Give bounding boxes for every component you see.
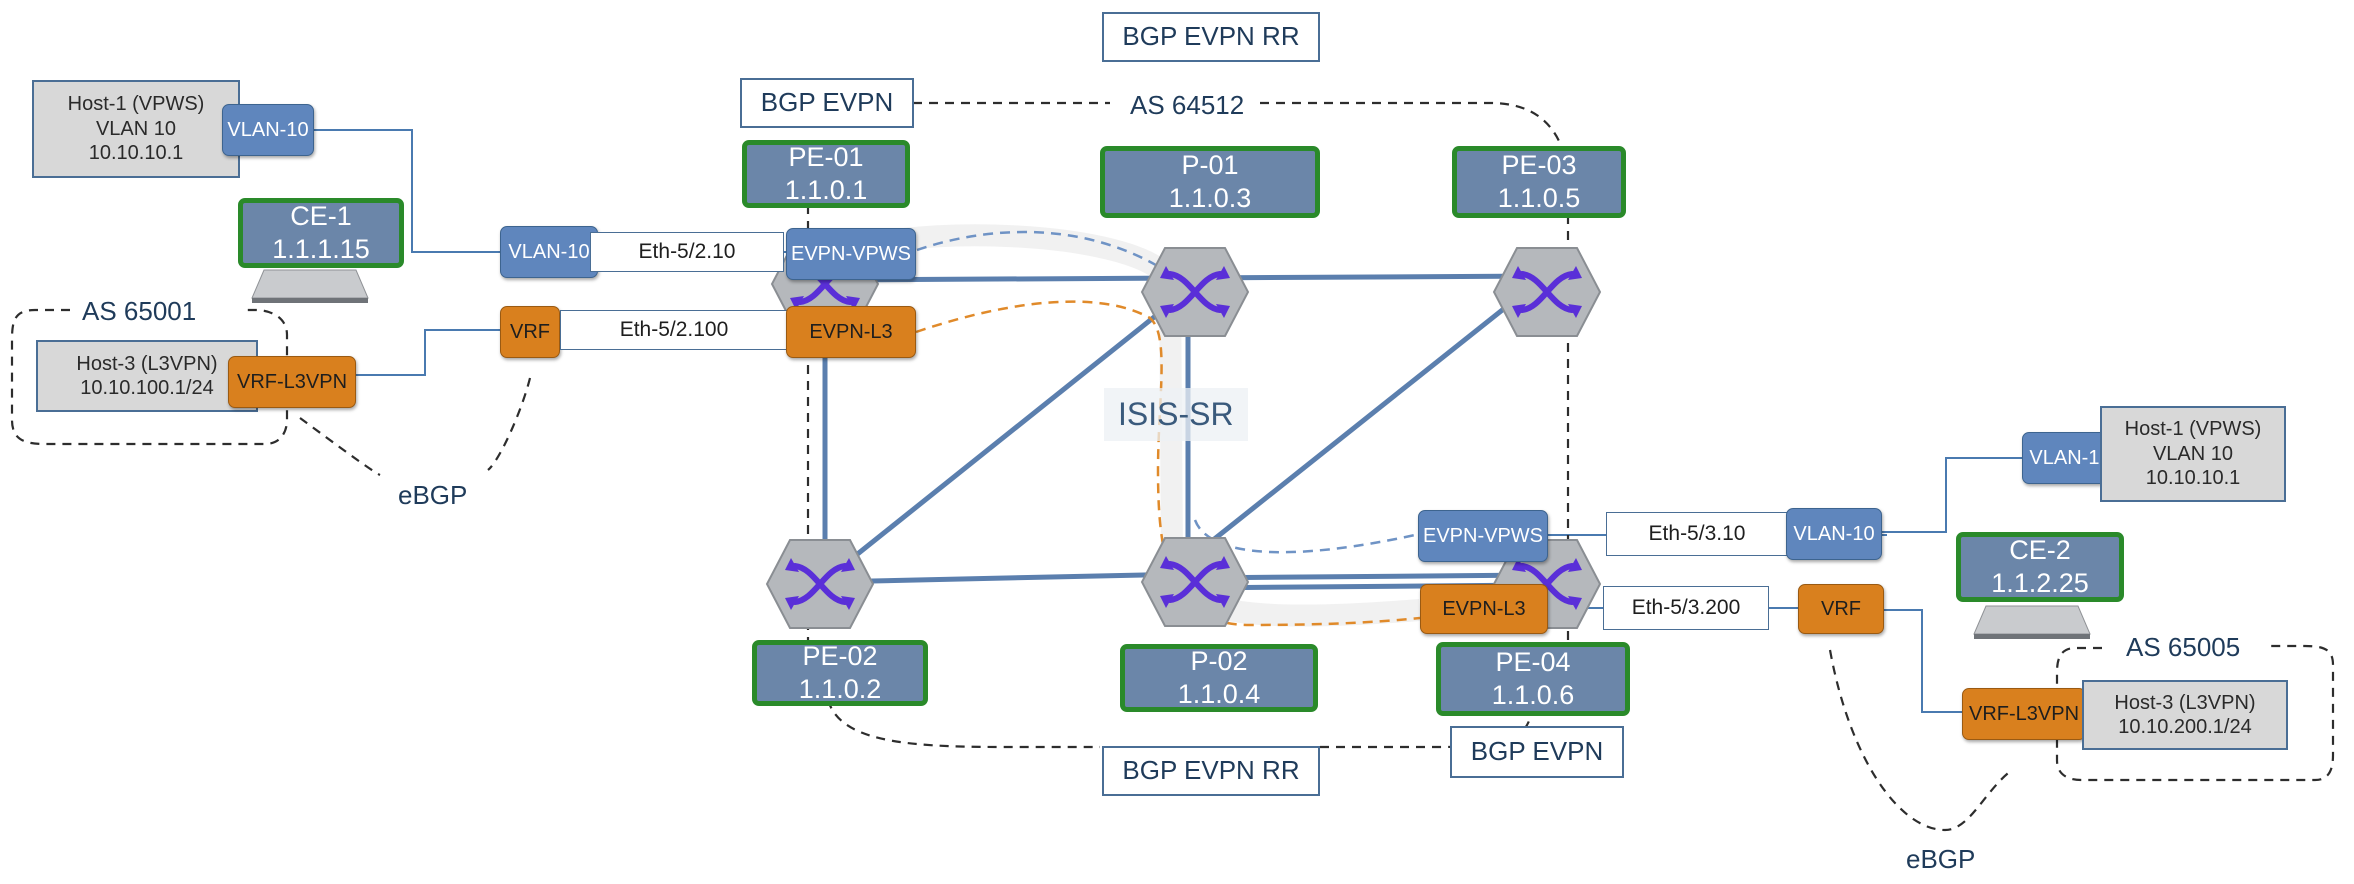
- bgp-evpn-right-label: BGP EVPN: [1450, 726, 1624, 778]
- ebgp-right-label: eBGP: [1906, 844, 1976, 874]
- host-left-vpws-title: Host-1 (VPWS): [67, 93, 205, 116]
- node-pe01-ip: 1.1.0.1: [784, 175, 868, 205]
- tag-evpn-l3-left[interactable]: EVPN-L3: [786, 306, 916, 358]
- node-ce2-name: CE-2: [2009, 535, 2071, 566]
- tag-evpn-vpws-left-text: EVPN-VPWS: [790, 242, 912, 265]
- iface-right-vpws-text: Eth-5/3.10: [1648, 522, 1746, 546]
- iface-left-l3[interactable]: Eth-5/2.100: [560, 310, 788, 350]
- tag-vlan10-ce-left-text: VLAN-10: [508, 240, 590, 263]
- node-pe01-name: PE-01: [788, 142, 864, 173]
- host-right-l3vpn[interactable]: Host-3 (L3VPN) 10.10.200.1/24: [2082, 680, 2288, 750]
- node-ce1[interactable]: CE-1 1.1.1.15: [238, 198, 404, 268]
- node-ce1-ip: 1.1.1.15: [272, 234, 370, 264]
- vpws-tunnel-top: [916, 230, 1173, 277]
- host-right-vpws[interactable]: Host-1 (VPWS) VLAN 10 10.10.10.1: [2100, 406, 2286, 502]
- as-core-label: AS 64512: [1120, 90, 1255, 121]
- tag-vlan10-ce-right-text: VLAN-10: [1793, 522, 1875, 545]
- node-p02[interactable]: P-02 1.1.0.4: [1120, 644, 1318, 712]
- iface-right-l3[interactable]: Eth-5/3.200: [1603, 586, 1769, 630]
- tag-vrf-ce-left-text: VRF: [510, 320, 550, 343]
- node-p01[interactable]: P-01 1.1.0.3: [1100, 146, 1320, 218]
- node-ce2-ip: 1.1.2.25: [1991, 568, 2089, 598]
- ce1-switch-icon: [251, 269, 369, 303]
- bgp-evpn-rr-top-label: BGP EVPN RR: [1102, 12, 1320, 62]
- tag-evpn-l3-right-text: EVPN-L3: [1442, 597, 1526, 620]
- node-ce1-name: CE-1: [290, 201, 352, 232]
- l3-tunnel: [915, 300, 1421, 627]
- tag-vlan10-host-left-text: VLAN-10: [227, 118, 309, 141]
- bgp-evpn-rr-top-text: BGP EVPN RR: [1122, 21, 1300, 52]
- node-pe01[interactable]: PE-01 1.1.0.1: [742, 140, 910, 208]
- bgp-evpn-right-text: BGP EVPN: [1470, 736, 1604, 767]
- node-pe02-ip: 1.1.0.2: [798, 674, 882, 704]
- tag-evpn-vpws-left[interactable]: EVPN-VPWS: [786, 228, 916, 280]
- isis-sr-label: ISIS-SR: [1104, 388, 1248, 441]
- vpws-tunnel-bottom: [1193, 519, 1416, 554]
- iface-right-l3-text: Eth-5/3.200: [1631, 596, 1741, 620]
- host-left-l3vpn-ip: 10.10.100.1/24: [80, 377, 214, 399]
- host-left-l3vpn-title: Host-3 (L3VPN): [76, 352, 218, 375]
- as-right-label: AS 65005: [2116, 632, 2251, 663]
- node-pe03-ip: 1.1.0.5: [1497, 183, 1581, 213]
- host-right-l3vpn-ip: 10.10.200.1/24: [2118, 716, 2252, 738]
- host-left-l3vpn[interactable]: Host-3 (L3VPN) 10.10.100.1/24: [36, 340, 258, 412]
- router-pe03-icon[interactable]: [1492, 244, 1602, 340]
- tag-vrf-ce-right-text: VRF: [1821, 597, 1861, 620]
- tag-vlan10-ce-right[interactable]: VLAN-10: [1786, 508, 1882, 560]
- tag-vlan10-ce-left[interactable]: VLAN-10: [500, 226, 598, 278]
- router-pe02-icon[interactable]: [765, 536, 875, 632]
- host-right-vpws-vlan: VLAN 10: [2152, 442, 2234, 465]
- node-pe04[interactable]: PE-04 1.1.0.6: [1436, 642, 1630, 716]
- node-p01-ip: 1.1.0.3: [1168, 183, 1252, 213]
- router-p02-icon[interactable]: [1140, 534, 1250, 630]
- ebgp-left-label: eBGP: [398, 480, 468, 510]
- ce2-switch-icon: [1973, 605, 2091, 639]
- bgp-evpn-left-text: BGP EVPN: [760, 87, 894, 118]
- node-pe04-ip: 1.1.0.6: [1491, 680, 1575, 710]
- node-pe03-name: PE-03: [1501, 150, 1577, 181]
- tag-vrf-l3vpn-right-text: VRF-L3VPN: [1968, 702, 2080, 725]
- bgp-evpn-left-label: BGP EVPN: [740, 78, 914, 128]
- node-pe03[interactable]: PE-03 1.1.0.5: [1452, 146, 1626, 218]
- tag-vlan10-host-left[interactable]: VLAN-10: [222, 104, 314, 156]
- node-ce2[interactable]: CE-2 1.1.2.25: [1956, 532, 2124, 602]
- bgp-evpn-rr-bottom-label: BGP EVPN RR: [1102, 746, 1320, 796]
- iface-left-vpws-text: Eth-5/2.10: [638, 240, 736, 264]
- tag-evpn-vpws-right-text: EVPN-VPWS: [1422, 524, 1544, 547]
- tag-evpn-l3-left-text: EVPN-L3: [809, 320, 893, 343]
- host-right-vpws-title: Host-1 (VPWS): [2124, 418, 2262, 441]
- host-right-l3vpn-title: Host-3 (L3VPN): [2114, 691, 2256, 714]
- tag-vrf-l3vpn-left-text: VRF-L3VPN: [236, 370, 348, 393]
- host-left-vpws-vlan: VLAN 10: [95, 117, 177, 140]
- as-left-label: AS 65001: [72, 296, 207, 327]
- node-p02-ip: 1.1.0.4: [1177, 679, 1261, 709]
- router-p01-icon[interactable]: [1140, 244, 1250, 340]
- tag-vlan10-host-right-text: VLAN-10: [2029, 446, 2111, 469]
- host-left-vpws-ip: 10.10.10.1: [88, 142, 184, 165]
- tag-vrf-ce-right[interactable]: VRF: [1798, 584, 1884, 634]
- node-p02-name: P-02: [1190, 646, 1248, 677]
- node-pe04-name: PE-04: [1495, 647, 1571, 678]
- tag-evpn-l3-right[interactable]: EVPN-L3: [1420, 584, 1548, 634]
- tag-vrf-ce-left[interactable]: VRF: [500, 306, 560, 358]
- host-left-vpws[interactable]: Host-1 (VPWS) VLAN 10 10.10.10.1: [32, 80, 240, 178]
- node-pe02-name: PE-02: [802, 641, 878, 672]
- iface-right-vpws[interactable]: Eth-5/3.10: [1606, 512, 1788, 556]
- bgp-evpn-rr-bottom-text: BGP EVPN RR: [1122, 755, 1300, 786]
- iface-left-vpws[interactable]: Eth-5/2.10: [590, 232, 784, 272]
- node-pe02[interactable]: PE-02 1.1.0.2: [752, 640, 928, 706]
- tag-vrf-l3vpn-right[interactable]: VRF-L3VPN: [1962, 688, 2086, 740]
- host-right-vpws-ip: 10.10.10.1: [2145, 467, 2241, 490]
- node-p01-name: P-01: [1181, 150, 1239, 181]
- tag-vrf-l3vpn-left[interactable]: VRF-L3VPN: [228, 356, 356, 408]
- tag-evpn-vpws-right[interactable]: EVPN-VPWS: [1418, 510, 1548, 562]
- iface-left-l3-text: Eth-5/2.100: [619, 318, 729, 342]
